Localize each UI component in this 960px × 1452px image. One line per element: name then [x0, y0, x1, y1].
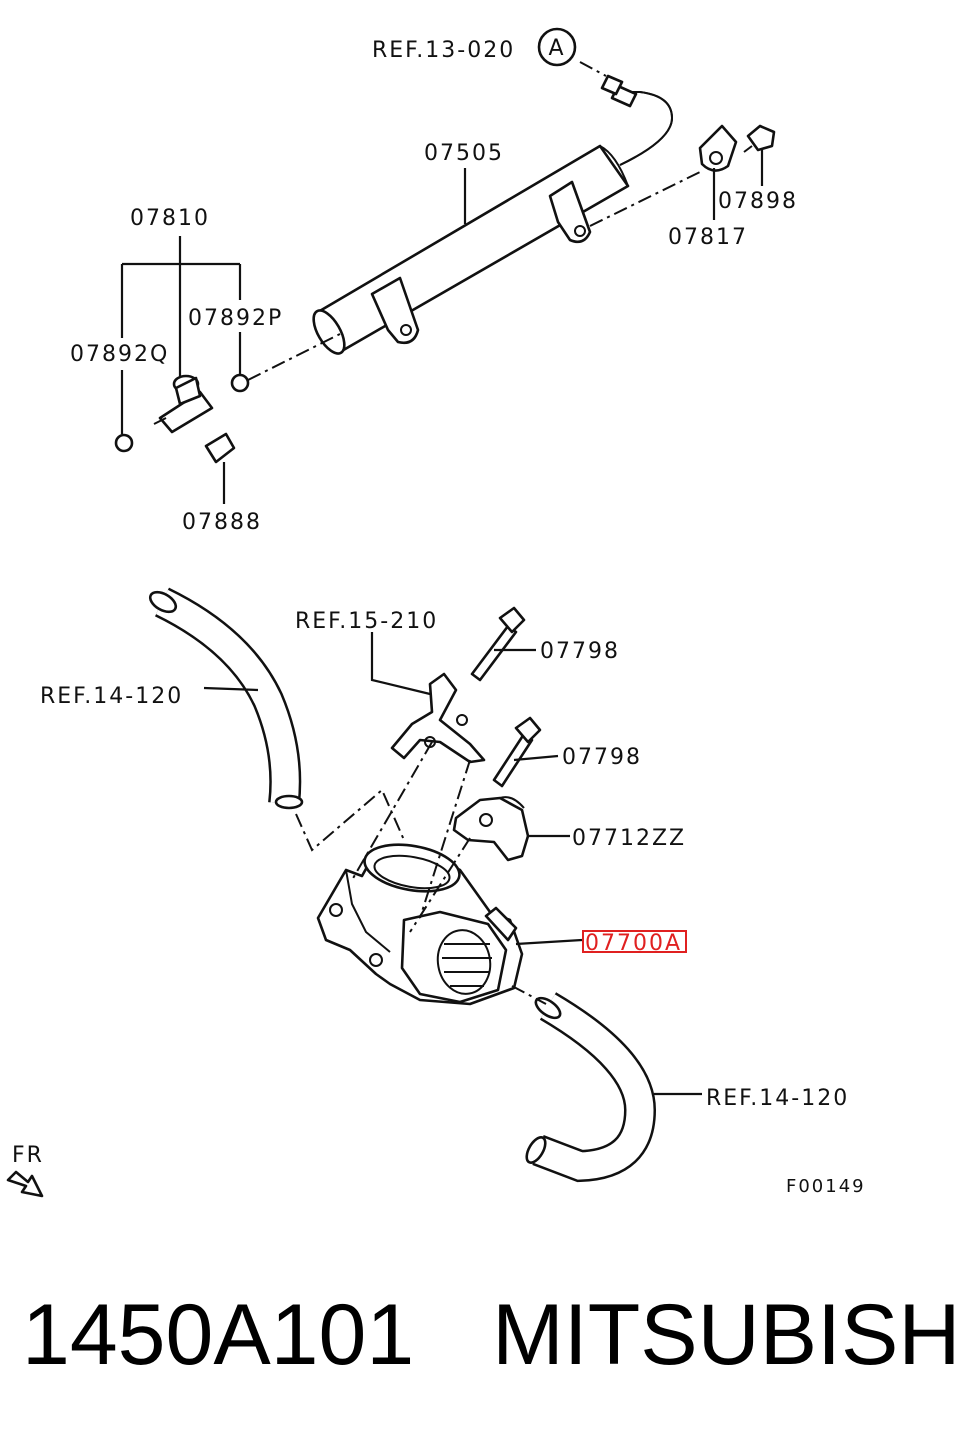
coolant-hose-left: [148, 587, 304, 810]
sensor-reference-line: [409, 837, 471, 933]
pipe-reference-line: [579, 61, 607, 77]
rail-clip: [698, 124, 738, 172]
label-ref-13-020: REF.13-020: [372, 38, 515, 63]
clip-reference-line: [589, 171, 701, 227]
label-ref-14-120-left: REF.14-120: [40, 684, 183, 709]
label-07798-lower: 07798: [562, 745, 642, 770]
o-ring-q: [114, 433, 134, 453]
bolt-reference-line: [419, 759, 471, 919]
o-ring-p: [230, 373, 250, 393]
figure-code: F00149: [786, 1176, 866, 1197]
hose-left-reference-line: [295, 788, 405, 852]
label-07798-upper: 07798: [540, 639, 620, 664]
leader-07810: [120, 236, 242, 378]
caption-part-number: 1450A101: [22, 1286, 415, 1383]
sensor-bracket: [452, 796, 530, 862]
label-fr: FR: [12, 1143, 44, 1168]
label-07898: 07898: [718, 189, 798, 214]
label-07892p: 07892P: [188, 306, 283, 331]
front-arrow-icon: [6, 1170, 44, 1198]
label-07817: 07817: [668, 225, 748, 250]
coolant-hose-right: [525, 992, 657, 1183]
label-ref-14-120-right: REF.14-120: [706, 1086, 849, 1111]
rail-bolt: [743, 124, 776, 153]
hose-right-reference-line: [511, 985, 547, 1005]
reference-circle-a-letter: A: [548, 36, 565, 61]
part-caption: 1450A101 MITSUBISHI: [22, 1285, 960, 1385]
injector-reference-line: [247, 333, 341, 381]
label-07712zz: 07712ZZ: [572, 826, 686, 851]
leader-ref-15-210: [370, 632, 431, 696]
bolt-lower: [492, 716, 542, 788]
leader-07700a: [515, 938, 583, 946]
throttle-body: [316, 843, 524, 1006]
label-07810: 07810: [130, 206, 210, 231]
highlight-box: [582, 930, 687, 953]
leader-ref-14-120-left: [203, 686, 259, 692]
label-07700a: 07700A: [585, 931, 682, 956]
caption-brand: MITSUBISHI: [492, 1286, 960, 1383]
fuel-injector: [153, 374, 214, 434]
bolt-upper: [470, 606, 526, 682]
label-07505: 07505: [424, 141, 504, 166]
fuel-supply-pipe: [600, 74, 674, 166]
label-07888: 07888: [182, 510, 262, 535]
label-07892q: 07892Q: [70, 342, 169, 367]
reference-circle-a: [537, 27, 577, 67]
leader-07798-lower: [513, 754, 559, 762]
label-ref-15-210: REF.15-210: [295, 609, 438, 634]
injector-clip: [204, 432, 236, 464]
fuel-rail: [312, 144, 630, 355]
